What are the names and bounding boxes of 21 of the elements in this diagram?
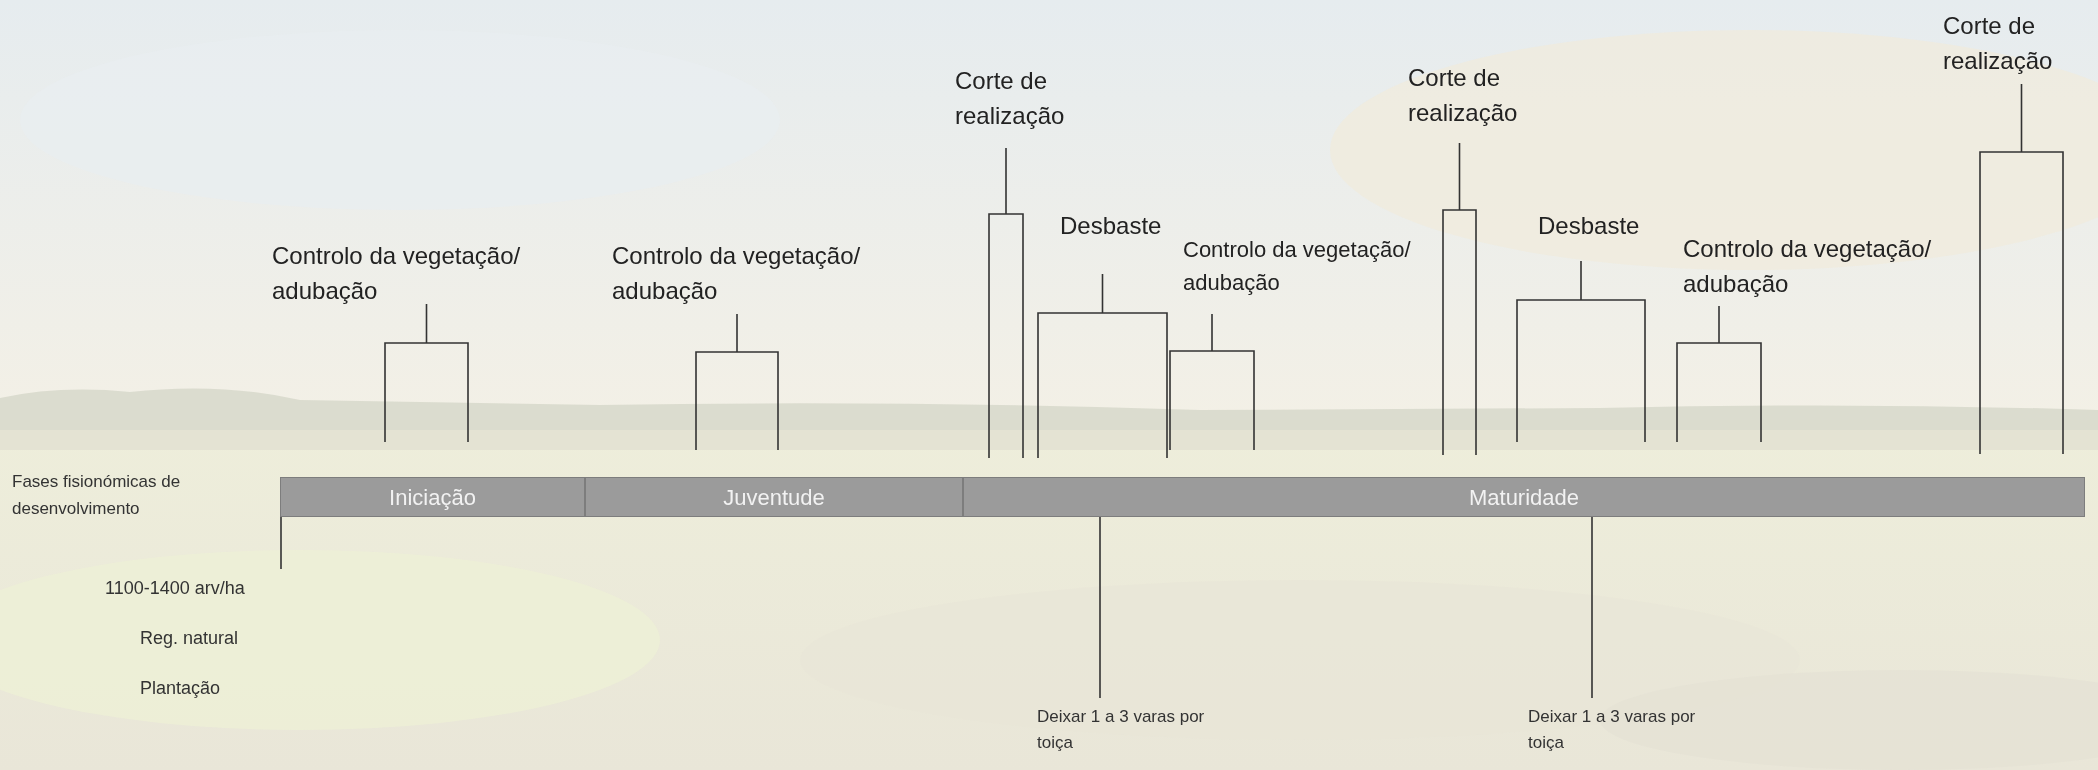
annotation-label: Desbaste [1060,211,1163,241]
note-text: Deixar 1 a 3 varas por toiça [1528,704,1708,756]
annotation-label: Desbaste [1538,211,1641,241]
phase-bar: Juventude [585,477,963,517]
note-text: Deixar 1 a 3 varas por toiça [1037,704,1217,756]
phase-bar: Iniciação [280,477,585,517]
leader-line [1591,516,1593,699]
annotation-label: Controlo da vegetação/ adubação [272,241,522,306]
annotation-label: Corte de realização [1943,11,2054,76]
note-text: Reg. natural [140,627,240,650]
annotation-label: Controlo da vegetação/ adubação [1183,236,1412,297]
phase-bar: Maturidade [963,477,2085,517]
leader-line [1099,516,1101,699]
annotation-label: Controlo da vegetação/ adubação [612,241,862,306]
note-text: Plantação [140,677,222,700]
annotation-label: Controlo da vegetação/ adubação [1683,234,1933,299]
note-text: 1100-1400 arv/ha [105,575,295,601]
annotation-label: Corte de realização [1408,63,1519,128]
axis-label: Fases fisionómicas de desenvolvimento [12,471,182,520]
leader-line [280,516,282,570]
annotation-label: Corte de realização [955,66,1066,131]
